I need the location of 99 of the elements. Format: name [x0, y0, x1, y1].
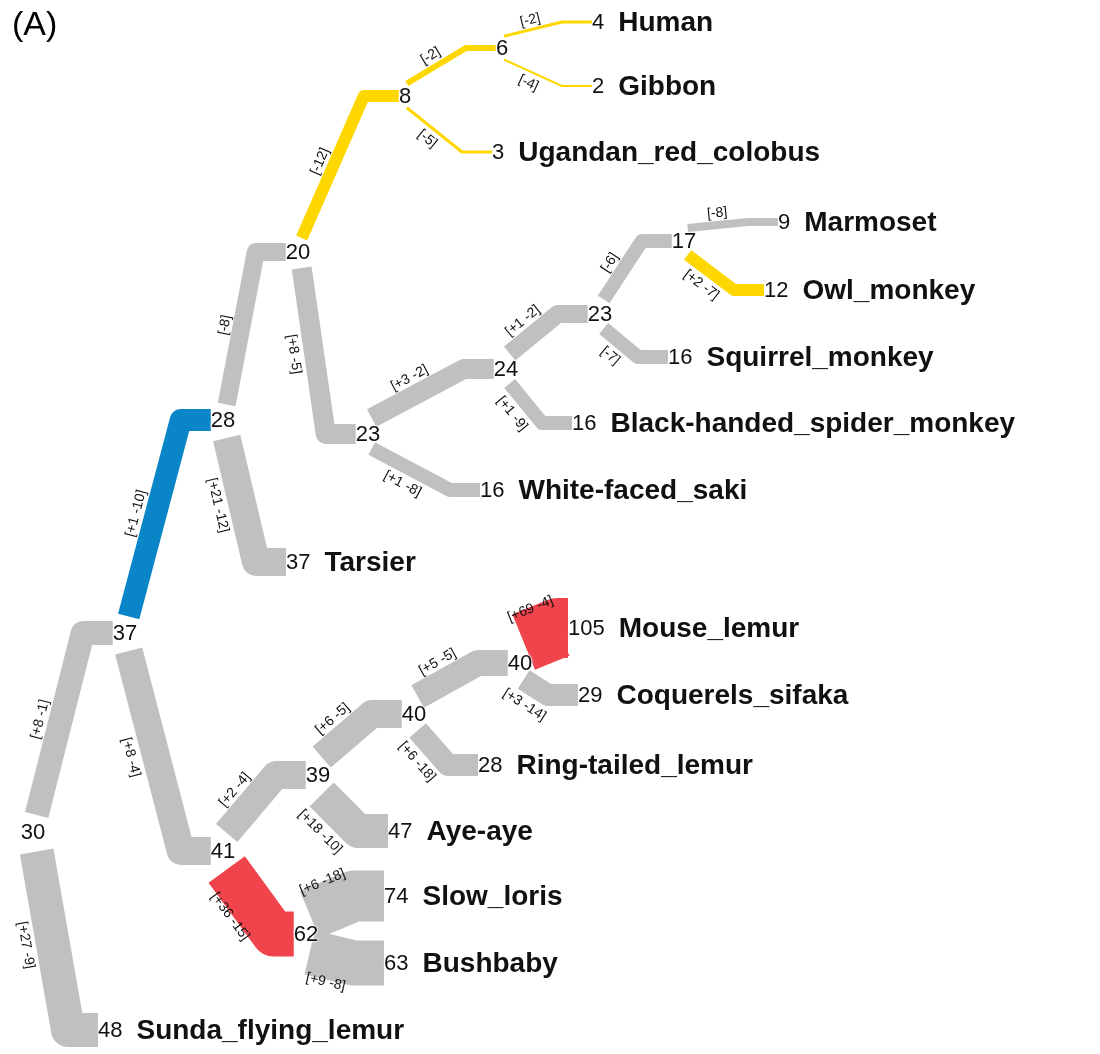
node-count: 17	[671, 230, 697, 252]
edge-label: [+3 -2]	[387, 361, 430, 393]
tree-branch	[25, 621, 113, 818]
leaf-count: 29	[578, 684, 603, 706]
tree-branch	[502, 58, 593, 87]
leaf-count: 2	[592, 75, 605, 97]
edge-label: [+27 -9]	[15, 920, 38, 970]
node-count: 30	[20, 821, 46, 843]
edge-label: [-4]	[516, 71, 541, 93]
species-name: Human	[618, 8, 714, 36]
edge-label: [+6 -18]	[297, 865, 347, 897]
tree-branch	[217, 243, 286, 407]
leaf-count: 16	[668, 346, 693, 368]
leaf-count: 105	[568, 617, 605, 639]
species-name: Sunda_flying_lemur	[136, 1016, 405, 1044]
tree-branch	[304, 930, 384, 986]
node-count: 40	[507, 652, 533, 674]
node-count: 23	[587, 303, 613, 325]
node-count: 8	[398, 85, 412, 107]
leaf-count: 48	[98, 1019, 123, 1041]
edge-label: [+1 -2]	[502, 301, 543, 338]
leaf-count: 16	[572, 412, 597, 434]
tree-branch	[208, 856, 297, 957]
species-name: Squirrel_monkey	[706, 343, 934, 371]
leaf-count: 63	[384, 952, 409, 974]
species-name: Owl_monkey	[802, 276, 976, 304]
edge-label: [-7]	[598, 343, 623, 367]
leaf-count: 4	[592, 11, 605, 33]
tree-branch	[115, 647, 211, 865]
tree-branch	[291, 266, 356, 444]
species-name: Bushbaby	[422, 949, 558, 977]
leaf-count: 16	[480, 479, 505, 501]
tree-branch	[503, 305, 588, 361]
edge-label: [+21 -12]	[205, 476, 233, 534]
species-name: Ugandan_red_colobus	[518, 138, 821, 166]
tree-branch	[118, 409, 211, 620]
tree-branch	[599, 323, 668, 364]
leaf-count: 9	[778, 211, 791, 233]
edge-label: [+69 -4]	[505, 592, 555, 624]
tree-branch	[215, 761, 306, 843]
tree-branch	[296, 90, 399, 241]
edge-label: [+8 -5]	[285, 332, 305, 375]
node-count: 40	[401, 703, 427, 725]
tree-branch	[597, 234, 672, 304]
species-name: Mouse_lemur	[618, 614, 800, 642]
edge-label: [+2 -7]	[681, 266, 722, 303]
edge-label: [-2]	[518, 9, 542, 29]
edge-label: [+8 -1]	[27, 697, 52, 740]
tree-branch	[411, 650, 508, 708]
leaf-count: 12	[764, 279, 789, 301]
node-count: 23	[355, 423, 381, 445]
species-name: Ring-tailed_lemur	[516, 751, 753, 779]
tree-branch	[368, 442, 480, 497]
edge-label: [+2 -4]	[215, 769, 252, 809]
edge-label: [-8]	[214, 313, 233, 337]
edge-label: [-8]	[705, 204, 728, 221]
edge-label: [+1 -10]	[122, 488, 149, 539]
leaf-count: 37	[286, 551, 311, 573]
tree-branch	[517, 670, 578, 706]
leaf-count: 47	[388, 820, 413, 842]
node-count: 37	[112, 622, 138, 644]
species-name: Aye-aye	[426, 817, 533, 845]
node-count: 62	[293, 923, 319, 945]
leaf-count: 3	[492, 141, 505, 163]
node-count: 28	[210, 409, 236, 431]
edge-label: [-2]	[417, 44, 443, 67]
leaf-count: 74	[384, 885, 409, 907]
node-count: 41	[210, 840, 236, 862]
tree-branch	[405, 106, 492, 154]
edge-label: [-6]	[597, 249, 621, 274]
edge-label: [+9 -8]	[305, 969, 348, 993]
tree-branch	[684, 250, 764, 296]
tree-branch	[409, 723, 478, 776]
tree-branch	[312, 700, 402, 768]
edge-label: [-5]	[415, 126, 441, 150]
species-name: Tarsier	[324, 548, 416, 576]
tree-branch	[367, 359, 494, 427]
species-name: Gibbon	[618, 72, 717, 100]
edge-label: [+3 -14]	[501, 685, 550, 723]
species-name: Coquerels_sifaka	[616, 681, 849, 709]
species-name: White-faced_saki	[518, 476, 748, 504]
species-name: Slow_loris	[422, 882, 563, 910]
edge-label: [-12]	[307, 145, 332, 177]
tree-branch	[503, 20, 592, 38]
tree-branch	[405, 45, 496, 87]
species-name: Black-handed_spider_monkey	[610, 409, 1016, 437]
node-count: 6	[495, 37, 509, 59]
panel-label: (A)	[12, 6, 58, 40]
node-count: 20	[285, 241, 311, 263]
edge-label: [+1 -9]	[495, 393, 532, 434]
node-count: 24	[493, 358, 519, 380]
edge-label: [+8 -4]	[120, 735, 145, 778]
species-name: Marmoset	[804, 208, 937, 236]
edge-label: [+5 -5]	[416, 644, 458, 677]
node-count: 39	[305, 764, 331, 786]
edge-label: [+6 -5]	[311, 699, 352, 737]
edge-label: [+6 -18]	[396, 738, 439, 784]
edge-label: [+1 -8]	[382, 467, 425, 499]
leaf-count: 28	[478, 754, 503, 776]
